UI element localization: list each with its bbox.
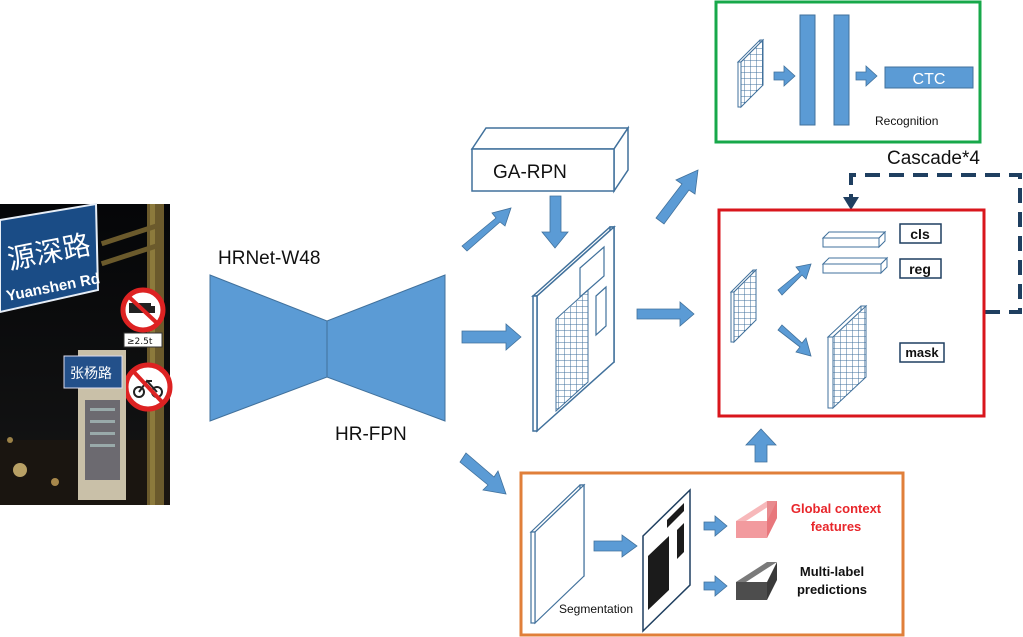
segmentation-label: Segmentation bbox=[559, 602, 633, 616]
fpn-label: HR-FPN bbox=[335, 424, 407, 445]
rpn-label: GA-RPN bbox=[493, 162, 567, 183]
arrow-segmentation-to-cascade bbox=[745, 428, 777, 463]
segmentation-module bbox=[519, 471, 905, 637]
cls-label: cls bbox=[910, 226, 930, 242]
arrow-backbone-to-map bbox=[461, 323, 522, 351]
cascade-head-module bbox=[717, 208, 986, 418]
global-context-line1: Global context bbox=[791, 501, 882, 516]
ga-rpn-box bbox=[470, 125, 630, 194]
ctc-label: CTC bbox=[913, 71, 946, 88]
multi-label-line1: Multi-label bbox=[800, 564, 864, 579]
backbone-label: HRNet-W48 bbox=[218, 248, 320, 269]
ctc-block bbox=[884, 66, 974, 89]
weight-limit-plate: ≥2.5t bbox=[123, 332, 163, 348]
global-context-line2: features bbox=[811, 519, 862, 534]
cls-box bbox=[899, 223, 942, 244]
weight-limit-text: ≥2.5t bbox=[127, 337, 153, 347]
arrow-backbone-to-rpn bbox=[461, 207, 512, 252]
center-feature-map bbox=[531, 225, 616, 433]
hrnet-backbone bbox=[209, 274, 446, 422]
arrow-backbone-to-segmentation bbox=[459, 452, 507, 495]
arrow-map-to-recognition bbox=[655, 169, 699, 225]
no-truck-sign bbox=[120, 287, 166, 333]
segmentation-border bbox=[519, 471, 905, 637]
recognition-module bbox=[714, 0, 982, 144]
cascade-loop-arrowhead bbox=[843, 197, 859, 210]
arrow-map-to-cascade bbox=[636, 301, 695, 327]
mask-label: mask bbox=[905, 345, 939, 360]
cascade-border bbox=[717, 208, 986, 418]
street-sign: 源深路 Yuanshen Rd bbox=[0, 202, 101, 314]
reg-label: reg bbox=[909, 261, 931, 277]
no-bicycle-sign bbox=[123, 362, 173, 412]
recognition-label: Recognition bbox=[875, 114, 938, 128]
recognition-layer-1 bbox=[799, 14, 816, 126]
mask-box bbox=[899, 342, 945, 363]
recognition-layer-2 bbox=[833, 14, 850, 126]
arrow-rpn-to-map bbox=[541, 195, 569, 249]
recognition-border bbox=[714, 0, 982, 144]
cascade-loop-arrow bbox=[849, 173, 1022, 314]
column-sign-text: 张杨路 bbox=[70, 366, 112, 382]
reg-box bbox=[899, 258, 942, 279]
cascade-label: Cascade*4 bbox=[887, 148, 980, 169]
input-photo: 源深路 Yuanshen Rd ≥2.5t 张杨路 bbox=[0, 202, 173, 505]
flow-arrows bbox=[459, 169, 777, 495]
column-sign: 张杨路 bbox=[63, 350, 126, 500]
multi-label-line2: predictions bbox=[797, 582, 867, 597]
